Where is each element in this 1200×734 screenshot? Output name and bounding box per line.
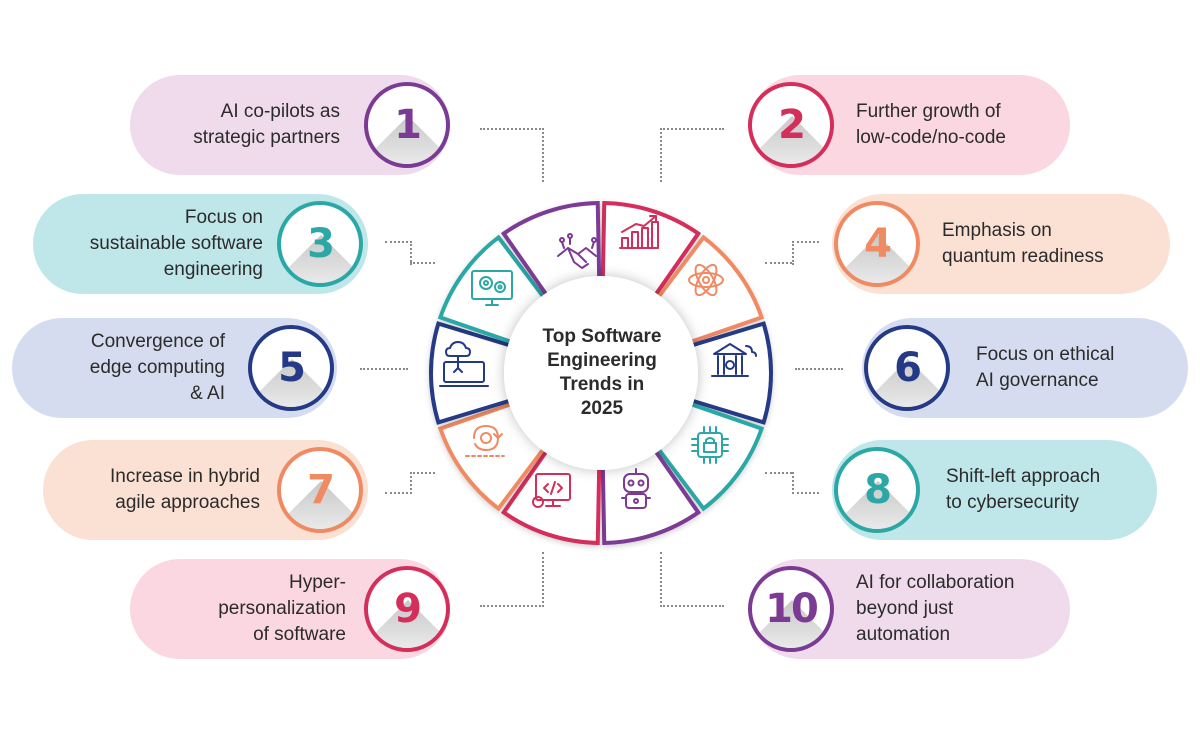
code-monitor-icon (532, 473, 571, 508)
connector-5 (360, 368, 408, 370)
trend-text-1: AI co-pilots as strategic partners (193, 101, 340, 148)
cloud-laptop-icon (439, 341, 489, 387)
government-building-icon (711, 343, 757, 377)
trend-text-5: Convergence of edge computing & AI (89, 331, 225, 404)
number-badge-4: 4 (834, 201, 920, 287)
monitor-gears-icon (471, 270, 513, 306)
handshake-icon (557, 233, 597, 269)
growth-chart-icon (619, 215, 659, 249)
trend-text-10: AI for collaboration beyond just automat… (856, 572, 1015, 645)
number-badge-6: 6 (864, 325, 950, 411)
connector-7b (410, 472, 435, 474)
number-badge-2: 2 (748, 82, 834, 168)
connector-8b (765, 472, 792, 474)
center-title: Top Software Engineering Trends in 2025 (542, 326, 662, 419)
connector-1 (480, 128, 544, 182)
number-badge-9: 9 (364, 566, 450, 652)
trend-text-6: Focus on ethical AI governance (976, 344, 1115, 391)
connector-3b (410, 262, 435, 264)
connector-10 (660, 552, 724, 607)
connector-3 (385, 241, 412, 265)
connector-2 (660, 128, 724, 182)
connector-4 (792, 241, 819, 265)
connector-6 (795, 368, 843, 370)
connector-8 (792, 472, 819, 494)
number-badge-5: 5 (248, 325, 334, 411)
trend-text-7: Increase in hybrid agile approaches (110, 466, 260, 513)
center-circle (504, 276, 698, 470)
trend-text-8: Shift-left approach to cybersecurity (946, 466, 1101, 513)
number-badge-3: 3 (277, 201, 363, 287)
trend-text-3: Focus on sustainable software engineerin… (89, 207, 263, 280)
number-badge-7: 7 (277, 447, 363, 533)
trend-text-2: Further growth of low-code/no-code (856, 101, 1006, 148)
connector-7 (385, 472, 412, 494)
number-badge-10: 10 (748, 566, 834, 652)
connector-9 (480, 552, 544, 607)
number-badge-8: 8 (834, 447, 920, 533)
trend-text-9: Hyper- personalization of software (218, 572, 346, 645)
number-badge-1: 1 (364, 82, 450, 168)
agile-cycle-icon (465, 425, 505, 457)
connector-4b (765, 262, 792, 264)
trend-text-4: Emphasis on quantum readiness (942, 220, 1104, 267)
security-chip-icon (691, 426, 729, 464)
atom-icon (688, 263, 724, 297)
robot-icon (621, 468, 651, 509)
